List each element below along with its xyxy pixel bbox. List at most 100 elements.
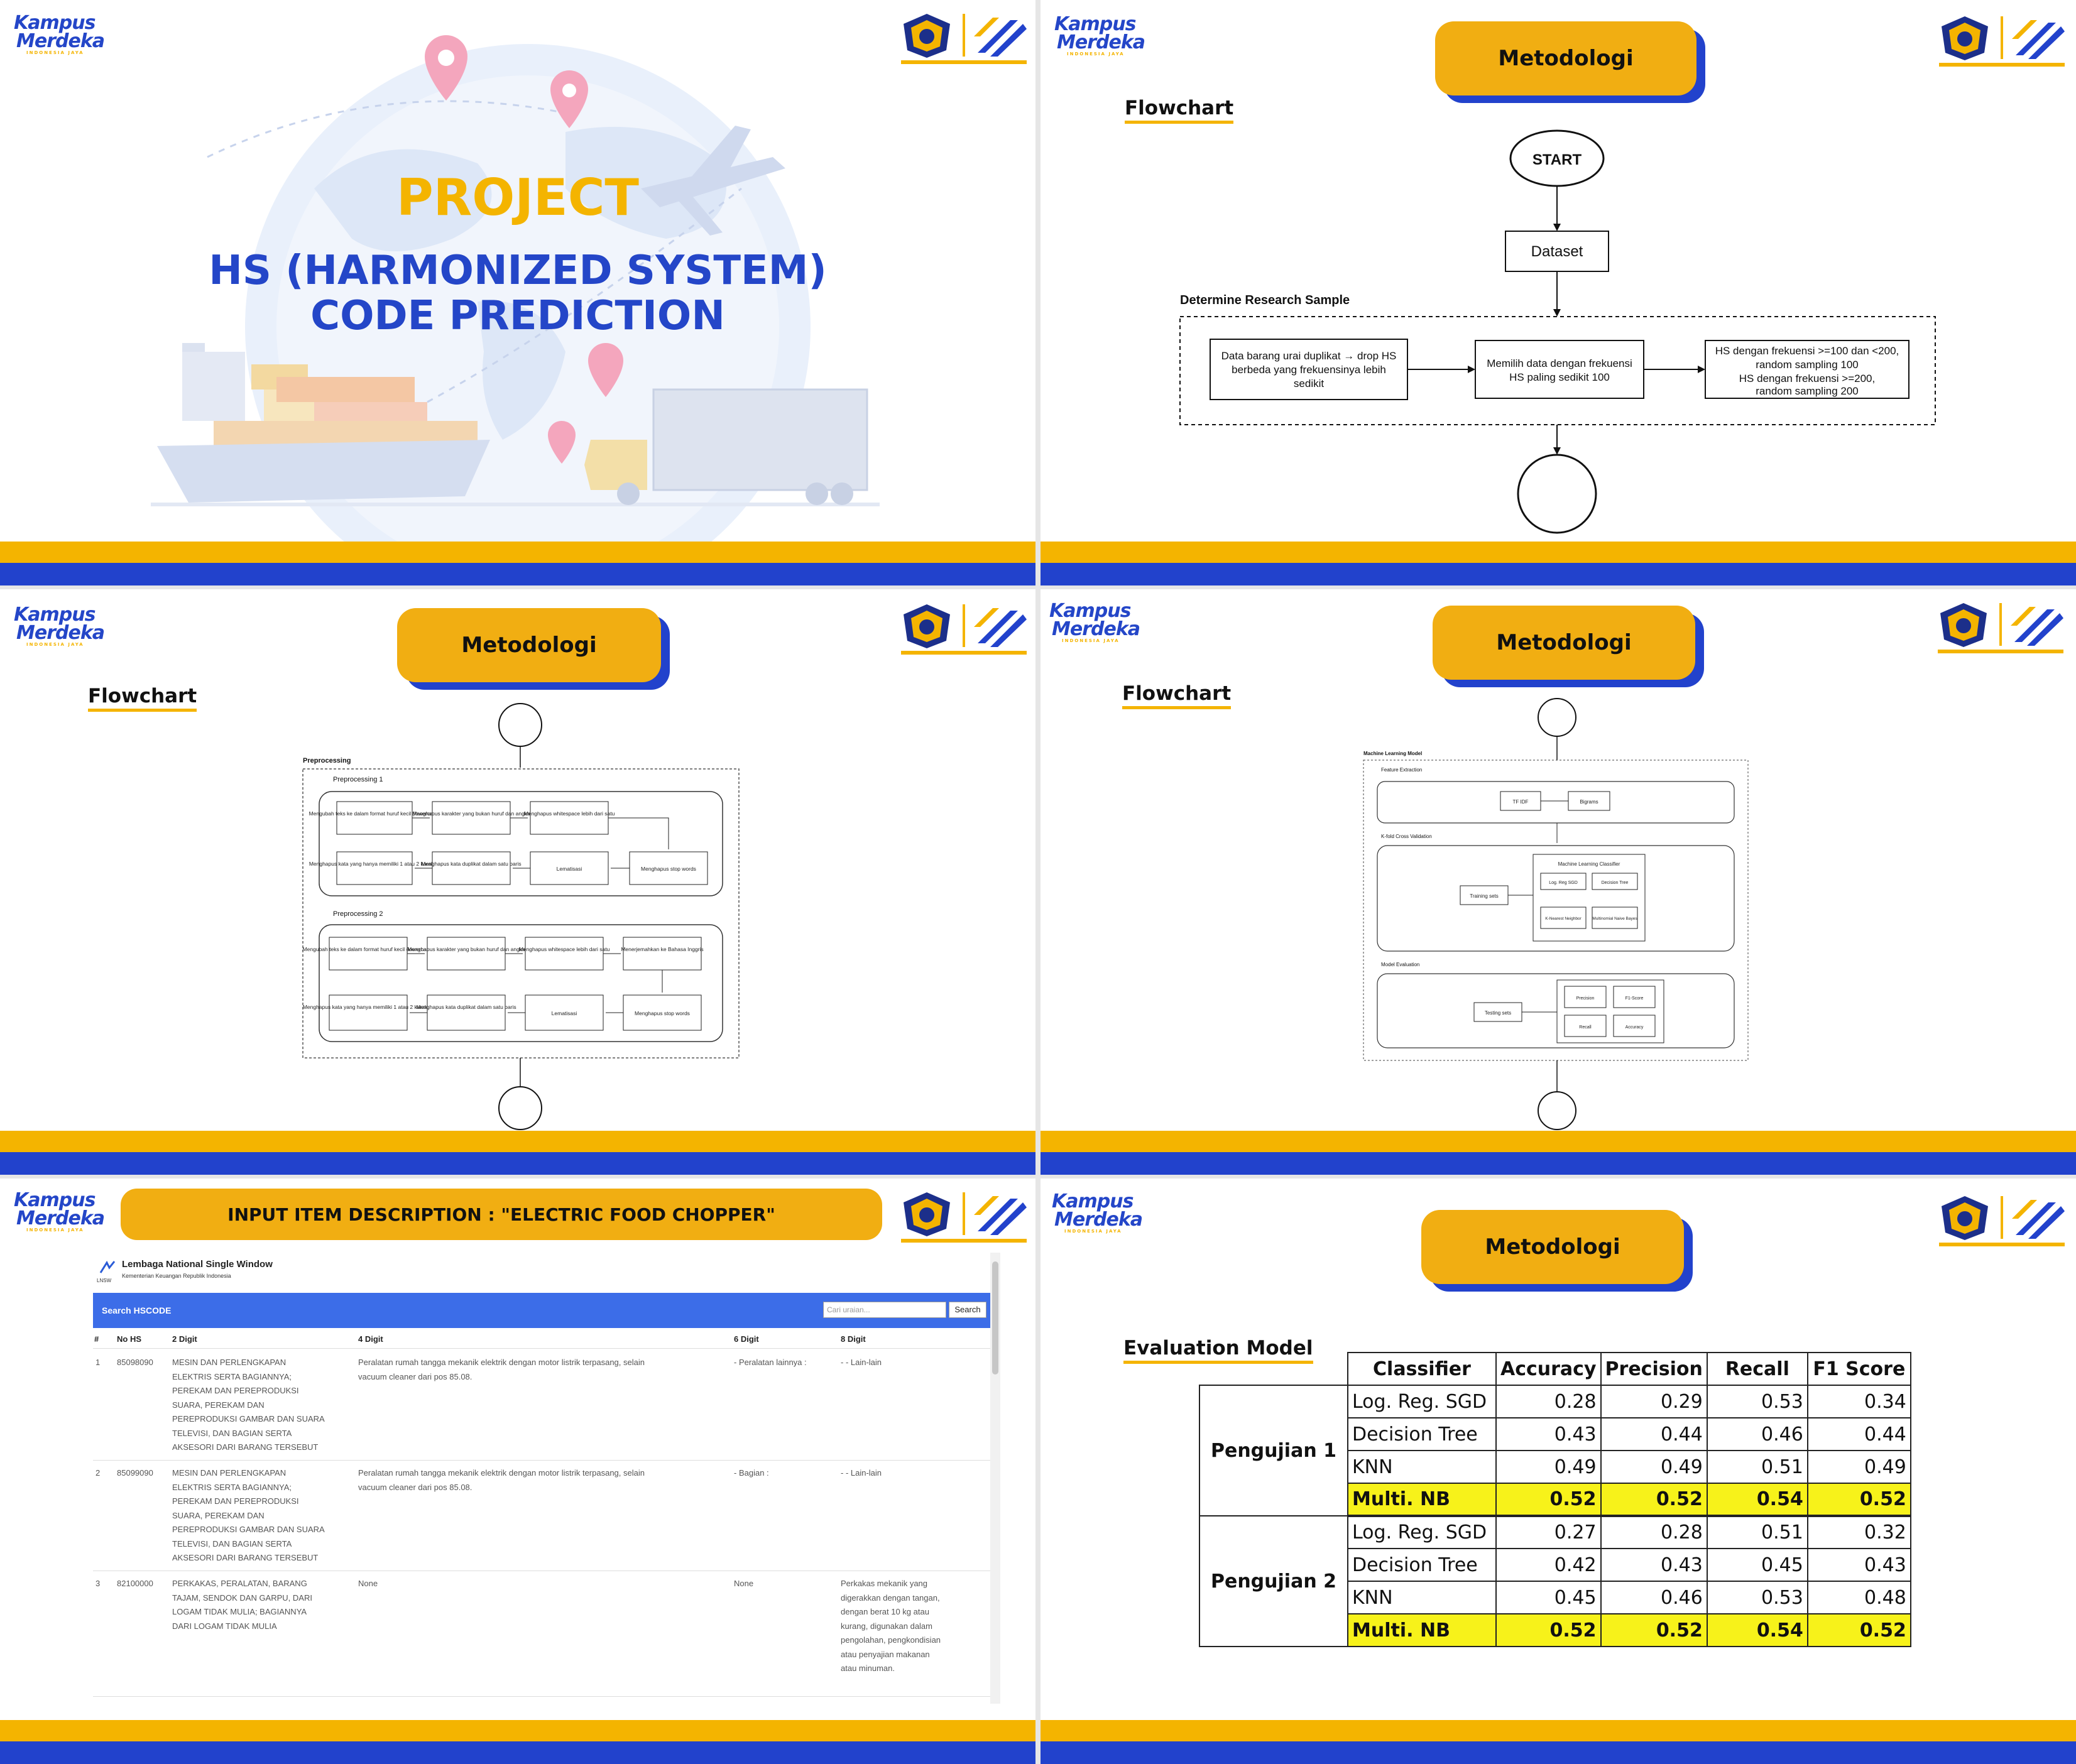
slide-flowchart-ml-model: Kampus Merdeka INDONESIA JAYA Metodologi… bbox=[1041, 589, 2076, 1175]
pre2-step: Menerjemahkan ke Bahasa Inggris bbox=[621, 946, 703, 952]
group-label: Pengujian 2 bbox=[1199, 1515, 1348, 1647]
accuracy-cell: 0.45 bbox=[1495, 1581, 1602, 1614]
col-header-f1: F1 Score bbox=[1806, 1352, 1911, 1386]
kemenkeu-emblem-icon bbox=[904, 14, 950, 58]
partner-logos bbox=[900, 602, 1029, 656]
flowchart-heading: Flowchart bbox=[88, 685, 197, 712]
sample-step-3: HS dengan frekuensi >=100 dan <200, bbox=[1715, 345, 1899, 357]
preprocessing-flowchart: Preprocessing Preprocessing 1 Mengubah t… bbox=[302, 703, 740, 1130]
site-title: Lembaga National Single Window bbox=[122, 1259, 273, 1270]
f1-cell: 0.34 bbox=[1806, 1385, 1911, 1418]
preprocessing-label: Preprocessing bbox=[303, 757, 351, 765]
project-title-line1: HS (HARMONIZED SYSTEM) bbox=[209, 248, 827, 294]
testing-node: Testing sets bbox=[1485, 1010, 1511, 1016]
table-row: Decision Tree 0.42 0.43 0.45 0.43 bbox=[1199, 1548, 1911, 1582]
kampus-merdeka-logo: Kampus Merdeka INDONESIA JAYA bbox=[14, 1191, 105, 1233]
slide-title: Kampus Merdeka INDONESIA JAYA PROJECT HS… bbox=[0, 0, 1035, 585]
table-row: KNN 0.45 0.46 0.53 0.48 bbox=[1199, 1581, 1911, 1614]
scrollbar[interactable] bbox=[990, 1253, 1000, 1704]
col-header-precision: Precision bbox=[1600, 1352, 1708, 1386]
connector-node bbox=[498, 1086, 542, 1130]
me-label: Model Evaluation bbox=[1381, 962, 1419, 967]
truck-icon bbox=[584, 388, 868, 505]
classifier-node: Log. Reg SGD bbox=[1549, 881, 1578, 885]
footer-band-blue bbox=[0, 1152, 1035, 1175]
section-pill: Metodologi bbox=[1433, 606, 1695, 680]
sample-step-1: Data barang urai duplikat → drop HS bbox=[1221, 350, 1397, 362]
accuracy-cell: 0.52 bbox=[1495, 1483, 1602, 1517]
input-description-banner: INPUT ITEM DESCRIPTION : "ELECTRIC FOOD … bbox=[121, 1189, 882, 1240]
kemenkeu-emblem-icon bbox=[904, 604, 950, 648]
classifier-cell: Log. Reg. SGD bbox=[1347, 1515, 1497, 1549]
pre2-step: Menghapus whitespace lebih dari satu bbox=[519, 946, 610, 952]
sample-step-3: random sampling 100 bbox=[1756, 359, 1858, 371]
recall-cell: 0.45 bbox=[1706, 1548, 1808, 1582]
row-hs: 82100000 bbox=[117, 1579, 153, 1588]
slide-evaluation-model: Kampus Merdeka INDONESIA JAYA Metodologi… bbox=[1041, 1179, 2076, 1764]
logo-text: Merdeka bbox=[1057, 31, 1145, 53]
logo-underline bbox=[901, 60, 1027, 64]
pre1-step: Menghapus karakter yang bukan huruf dan … bbox=[412, 810, 530, 817]
logo-underline bbox=[901, 651, 1027, 655]
col-header-index: # bbox=[94, 1334, 99, 1344]
col-header-accuracy: Accuracy bbox=[1495, 1352, 1602, 1386]
logo-separator bbox=[2001, 16, 2003, 59]
logo-tagline: INDONESIA JAYA bbox=[1067, 52, 1125, 57]
logo-tagline: INDONESIA JAYA bbox=[1062, 638, 1120, 643]
sample-step-3: random sampling 200 bbox=[1756, 385, 1858, 397]
classifier-cell: Multi. NB bbox=[1347, 1613, 1497, 1647]
accuracy-cell: 0.28 bbox=[1495, 1385, 1602, 1418]
classifier-node: Decision Tree bbox=[1602, 881, 1629, 885]
logo-tagline: INDONESIA JAYA bbox=[26, 1228, 84, 1233]
precision-cell: 0.44 bbox=[1600, 1417, 1708, 1451]
metric-node: Accuracy bbox=[1625, 1025, 1644, 1030]
scrollbar-thumb[interactable] bbox=[992, 1261, 998, 1375]
recall-cell: 0.46 bbox=[1706, 1417, 1808, 1451]
accuracy-cell: 0.27 bbox=[1495, 1515, 1602, 1549]
evaluation-heading: Evaluation Model bbox=[1123, 1337, 1313, 1364]
kampus-merdeka-logo: Kampus Merdeka INDONESIA JAYA bbox=[14, 14, 105, 56]
pre2-step: Menghapus kata duplikat dalam satu baris bbox=[416, 1004, 516, 1010]
f1-cell: 0.44 bbox=[1806, 1417, 1911, 1451]
pre1-step: Menghapus kata yang hanya memiliki 1 ata… bbox=[309, 861, 440, 867]
world-logistics-illustration bbox=[151, 35, 880, 542]
logo-underline bbox=[1938, 650, 2063, 653]
row-6digit: - Peralatan lainnya : bbox=[734, 1358, 807, 1367]
f1-cell: 0.49 bbox=[1806, 1450, 1911, 1484]
recall-cell: 0.54 bbox=[1706, 1613, 1808, 1647]
logo-underline bbox=[1939, 63, 2065, 67]
slide-flowchart-preprocessing: Kampus Merdeka INDONESIA JAYA Metodologi… bbox=[0, 589, 1035, 1175]
sample-step-3: HS dengan frekuensi >=200, bbox=[1739, 373, 1875, 384]
row-index: 2 bbox=[96, 1468, 101, 1478]
pre2-step: Menghapus karakter yang bukan huruf dan … bbox=[407, 946, 525, 952]
pre1-step: Lematisasi bbox=[557, 866, 582, 872]
kampus-merdeka-logo: Kampus Merdeka INDONESIA JAYA bbox=[14, 606, 105, 648]
search-button[interactable]: Search bbox=[949, 1302, 986, 1318]
table-row-best: Multi. NB 0.52 0.52 0.54 0.52 bbox=[1199, 1613, 1911, 1647]
partner-logos bbox=[1937, 601, 2065, 655]
logo-separator bbox=[963, 604, 965, 647]
pre1-step: Menghapus stop words bbox=[641, 866, 696, 872]
stripes-logo-icon bbox=[2012, 1200, 2065, 1239]
precision-cell: 0.52 bbox=[1600, 1483, 1708, 1517]
group-label: Pengujian 1 bbox=[1199, 1385, 1348, 1516]
footer-band-blue bbox=[0, 1741, 1035, 1764]
col-header-8digit: 8 Digit bbox=[841, 1334, 866, 1344]
col-header-4digit: 4 Digit bbox=[358, 1334, 383, 1344]
lnsw-abbrev: LNSW bbox=[97, 1278, 112, 1283]
col-header-2digit: 2 Digit bbox=[172, 1334, 197, 1344]
f1-cell: 0.32 bbox=[1806, 1515, 1911, 1549]
metric-node: Recall bbox=[1579, 1025, 1592, 1030]
logo-tagline: INDONESIA JAYA bbox=[1064, 1229, 1122, 1234]
kemenkeu-emblem-icon bbox=[1942, 1196, 1988, 1240]
row-divider bbox=[93, 1348, 990, 1349]
row-hs: 85098090 bbox=[117, 1358, 153, 1367]
precision-cell: 0.49 bbox=[1600, 1450, 1708, 1484]
pre1-label: Preprocessing 1 bbox=[333, 776, 383, 783]
pre2-label: Preprocessing 2 bbox=[333, 910, 383, 918]
research-sample-label: Determine Research Sample bbox=[1180, 293, 1350, 307]
search-input[interactable]: Cari uraian... bbox=[823, 1302, 946, 1318]
table-row-best: Multi. NB 0.52 0.52 0.54 0.52 bbox=[1199, 1483, 1911, 1517]
